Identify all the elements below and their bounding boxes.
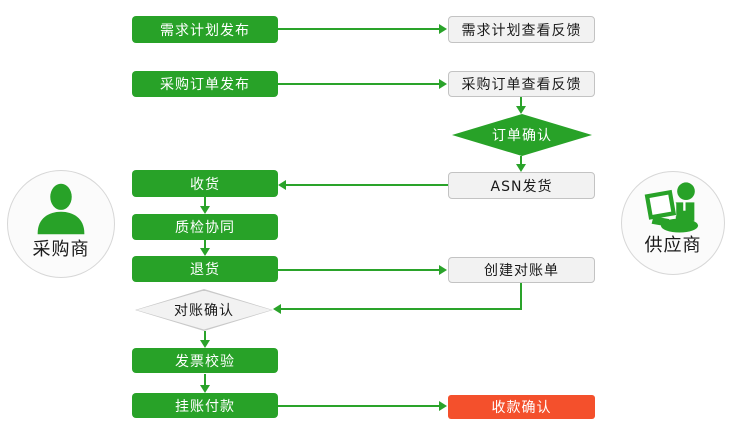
arrow-order-confirm-to-asn (516, 156, 526, 172)
arrow-demand-plan-to-feedback (278, 24, 447, 34)
arrow-returns-to-statement (278, 265, 447, 275)
node-quality-inspection: 质检协同 (132, 214, 278, 240)
buyer-actor: 采购商 (7, 170, 115, 278)
node-demand-plan-publish: 需求计划发布 (132, 16, 278, 43)
node-asn-shipping: ASN发货 (448, 172, 595, 199)
arrow-invoice-to-payment (200, 374, 210, 393)
supplier-actor: 供应商 (621, 171, 725, 275)
arrow-feedback-to-order-confirm (516, 97, 526, 114)
arrow-receiving-to-quality (200, 197, 210, 214)
node-demand-plan-feedback: 需求计划查看反馈 (448, 16, 595, 43)
person-icon (31, 181, 91, 237)
supplier-label: 供应商 (644, 235, 702, 256)
arrow-quality-to-returns (200, 240, 210, 256)
decision-reconciliation-confirmation: 对账确认 (135, 289, 273, 331)
arrow-statement-to-reconciliation (273, 304, 522, 314)
node-invoice-verification: 发票校验 (132, 348, 278, 373)
node-booked-payment: 挂账付款 (132, 393, 278, 418)
decision-order-confirmation: 订单确认 (452, 114, 592, 156)
node-purchase-order-publish: 采购订单发布 (132, 71, 278, 97)
arrow-payment-to-confirmation (278, 401, 447, 411)
node-payment-confirmation: 收款确认 (448, 395, 595, 419)
node-returns: 退货 (132, 256, 278, 282)
person-computer-icon (642, 181, 704, 233)
buyer-label: 采购商 (32, 239, 90, 260)
node-create-statement: 创建对账单 (448, 257, 595, 283)
node-receiving: 收货 (132, 170, 278, 197)
node-purchase-order-feedback: 采购订单查看反馈 (448, 71, 595, 97)
arrow-reconciliation-to-invoice (200, 331, 210, 348)
arrow-asn-to-receiving (278, 180, 448, 190)
arrow-po-to-feedback (278, 79, 447, 89)
arrow-statement-elbow-vertical (520, 283, 522, 310)
